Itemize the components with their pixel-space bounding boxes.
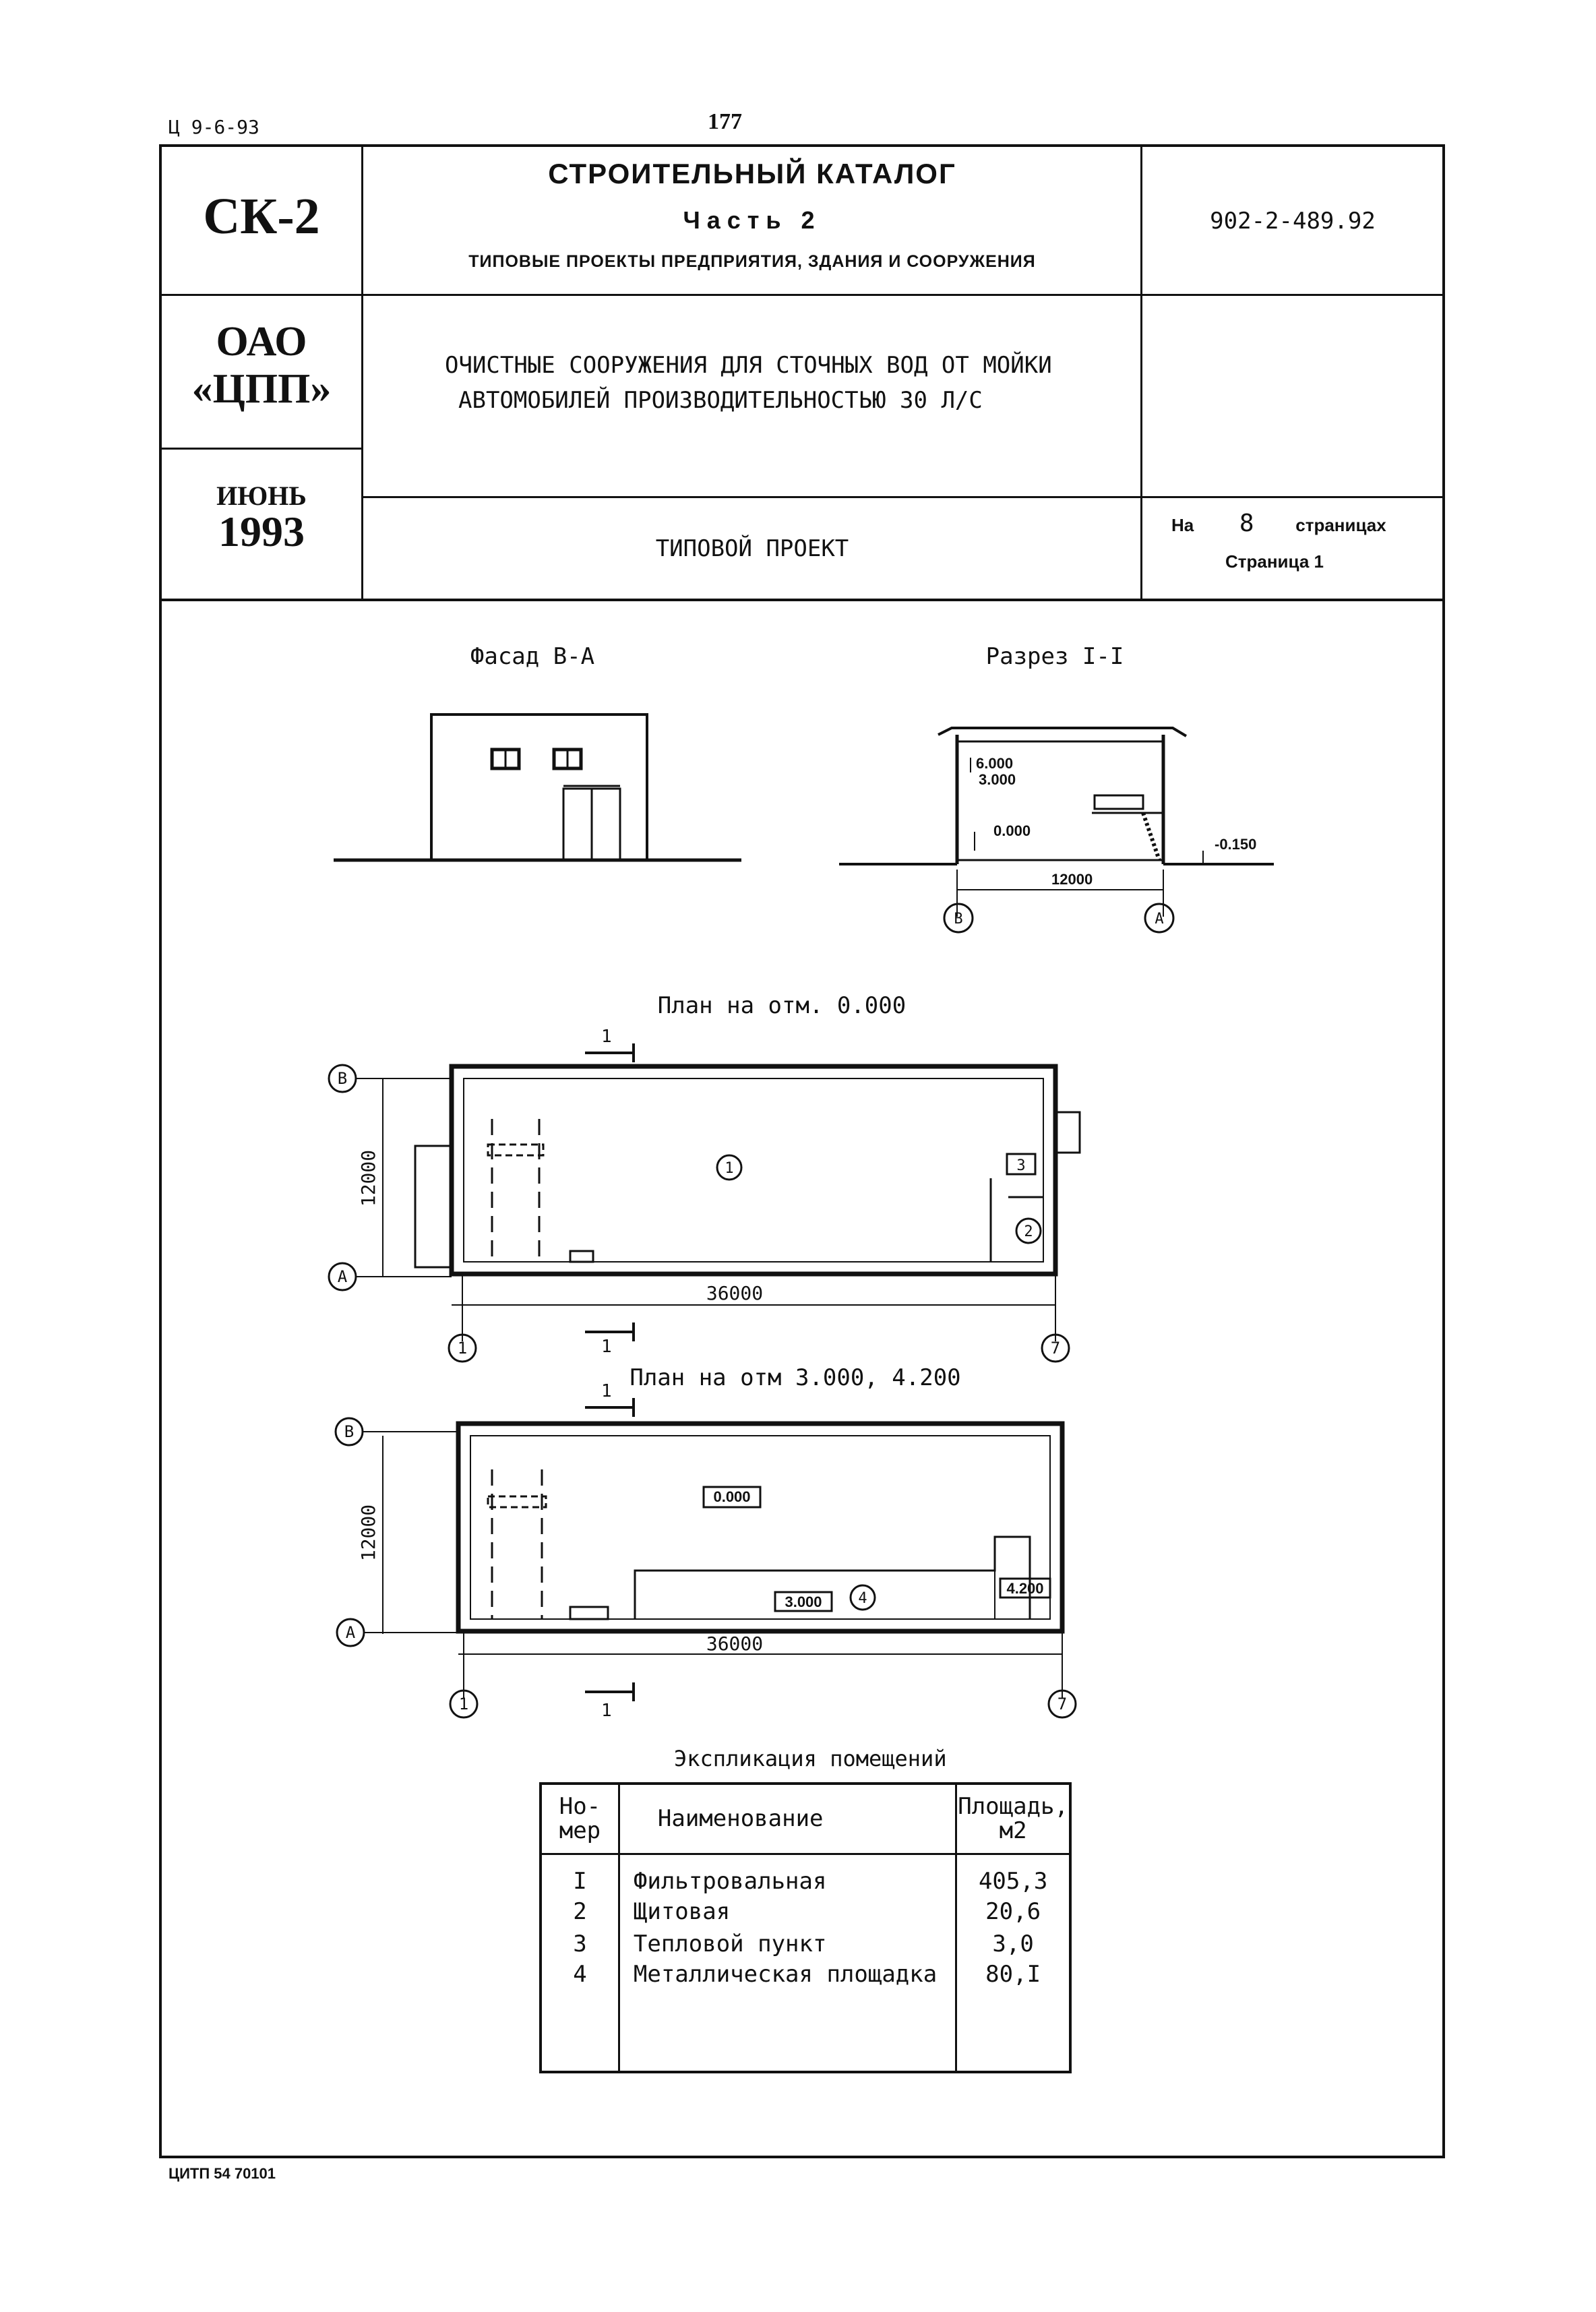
- row-name: Фильтровальная: [619, 1854, 958, 1895]
- empty-cell: [541, 1992, 620, 2072]
- header-area-line-2: м2: [999, 1817, 1027, 1845]
- organization-line-2: «ЦПП»: [191, 366, 332, 412]
- pages-suffix: страницах: [1295, 515, 1386, 535]
- facade-title: Фасад В-А: [470, 643, 594, 670]
- row-number: 2: [541, 1895, 620, 1928]
- issue-month: ИЮНЬ: [216, 481, 307, 511]
- project-type: ТИПОВОЙ ПРОЕКТ: [655, 535, 849, 562]
- section-mark-6000: 6.000: [976, 755, 1013, 772]
- plan2-mark-floor: 0.000: [713, 1488, 750, 1505]
- plan2-axis-v: В: [344, 1422, 354, 1441]
- plan1-room-3: 3: [1016, 1157, 1025, 1174]
- plan2-length-dim: 36000: [706, 1633, 763, 1655]
- catalog-title: СТРОИТЕЛЬНЫЙ КАТАЛОГ: [548, 158, 956, 189]
- footer-stamp: ЦИТП 54 70101: [168, 2165, 276, 2182]
- plan2-room-4: 4: [858, 1590, 867, 1607]
- plan2-title: План на отм 3.000, 4.200: [630, 1364, 960, 1391]
- page-number: 177: [708, 109, 742, 134]
- pages-prefix: На: [1171, 515, 1194, 535]
- row-number: 3: [541, 1928, 620, 1960]
- title-block-divider-right: [1140, 144, 1142, 601]
- plan2-cut-bottom: 1: [601, 1701, 612, 1721]
- plan1-axis-7: 7: [1051, 1339, 1060, 1358]
- row-area: 405,3: [978, 1868, 1048, 1895]
- empty-cell: [956, 1992, 1070, 2072]
- plan1-drawing: [328, 1043, 1081, 1363]
- organization-name: ОАО «ЦПП»: [162, 318, 361, 413]
- section-axis-v: В: [954, 911, 962, 927]
- facade-drawing: [334, 713, 741, 862]
- plan2-cut-top: 1: [601, 1381, 612, 1401]
- row-area: 80,I: [985, 1961, 1041, 1988]
- section-mark-3000: 3.000: [979, 771, 1016, 788]
- section-drawing: [839, 727, 1274, 934]
- row-name: Металлическая площадка: [619, 1960, 958, 1992]
- plan1-cut-bottom: 1: [601, 1337, 612, 1357]
- section-title: Разрез I-I: [986, 643, 1124, 670]
- table-row: 4 Металлическая площадка 80,I: [541, 1960, 1070, 1992]
- row-name: Щитовая: [619, 1895, 958, 1928]
- plan1-title: План на отм. 0.000: [658, 992, 906, 1019]
- row-name: Тепловой пункт: [619, 1928, 958, 1960]
- plan1-cut-top: 1: [601, 1027, 612, 1047]
- header-number-line-1: Но-: [559, 1793, 601, 1821]
- plan1-axis-1: 1: [458, 1339, 467, 1358]
- explication-header-row: Но- мер Наименование Площадь, м2: [541, 1784, 1070, 1855]
- title-block-row-line-1: [159, 294, 1445, 296]
- plan1-axis-v: В: [338, 1069, 347, 1088]
- explication-table: Но- мер Наименование Площадь, м2 I Фильт…: [539, 1782, 1072, 2073]
- title-block: [159, 144, 1445, 601]
- plan2-mark-platform: 3.000: [785, 1593, 822, 1610]
- row-area: 20,6: [985, 1898, 1041, 1925]
- table-row: 2 Щитовая 20,6: [541, 1895, 1070, 1928]
- empty-cell: [619, 1992, 958, 2072]
- section-mark-0000: 0.000: [993, 822, 1031, 839]
- organization-line-1: ОАО: [216, 319, 307, 365]
- pages-info: На 8 страницах: [1171, 510, 1441, 537]
- catalog-part: Часть 2: [683, 206, 822, 234]
- plan2-mark-right: 4.200: [1006, 1580, 1043, 1597]
- project-title-line-1: ОЧИСТНЫЕ СООРУЖЕНИЯ ДЛЯ СТОЧНЫХ ВОД ОТ М…: [445, 352, 1052, 379]
- plan2-drawing: [334, 1398, 1077, 1719]
- plan2-axis-1: 1: [459, 1695, 468, 1713]
- pages-count: 8: [1239, 510, 1254, 537]
- plan2-axis-7: 7: [1057, 1695, 1067, 1713]
- section-axis-a: А: [1155, 911, 1163, 927]
- plan2-axis-a: А: [346, 1623, 356, 1642]
- page-label: Страница 1: [1225, 551, 1324, 572]
- plan1-height-dim: 12000: [357, 1150, 379, 1207]
- project-number: 902-2-489.92: [1210, 208, 1376, 235]
- row-number: 4: [541, 1960, 620, 1992]
- issue-year: 1993: [218, 508, 305, 555]
- header-name: Наименование: [619, 1784, 958, 1855]
- drawing-frame: [159, 599, 1445, 2158]
- title-block-row-line-2: [361, 496, 1445, 498]
- header-area: Площадь, м2: [956, 1784, 1070, 1855]
- header-number-line-2: мер: [559, 1817, 601, 1845]
- catalog-part-subtitle: ТИПОВЫЕ ПРОЕКТЫ ПРЕДПРИЯТИЯ, ЗДАНИЯ И СО…: [468, 252, 1036, 271]
- title-block-divider-left: [361, 144, 363, 601]
- section-width: 12000: [1051, 871, 1093, 888]
- row-area: 3,0: [992, 1930, 1034, 1957]
- title-block-row-line-left: [159, 448, 363, 450]
- explication-title: Экспликация помещений: [674, 1746, 947, 1771]
- header-number: Но- мер: [541, 1784, 620, 1855]
- plan1-room-1: 1: [725, 1160, 733, 1177]
- table-row: I Фильтровальная 405,3: [541, 1854, 1070, 1895]
- project-title-line-2: АВТОМОБИЛЕЙ ПРОИЗВОДИТЕЛЬНОСТЬЮ 30 Л/С: [458, 387, 983, 414]
- table-row-empty: [541, 1992, 1070, 2072]
- row-number: I: [541, 1854, 620, 1895]
- header-area-line-1: Площадь,: [958, 1793, 1068, 1821]
- document-code: Ц 9-6-93: [168, 116, 259, 138]
- table-row: 3 Тепловой пункт 3,0: [541, 1928, 1070, 1960]
- plan1-room-2: 2: [1024, 1223, 1033, 1240]
- catalog-short-code: СК-2: [203, 188, 320, 245]
- plan1-length-dim: 36000: [706, 1282, 763, 1304]
- section-mark-ground: -0.150: [1215, 836, 1256, 853]
- plan2-height-dim: 12000: [357, 1504, 379, 1561]
- plan1-axis-a: А: [338, 1267, 348, 1286]
